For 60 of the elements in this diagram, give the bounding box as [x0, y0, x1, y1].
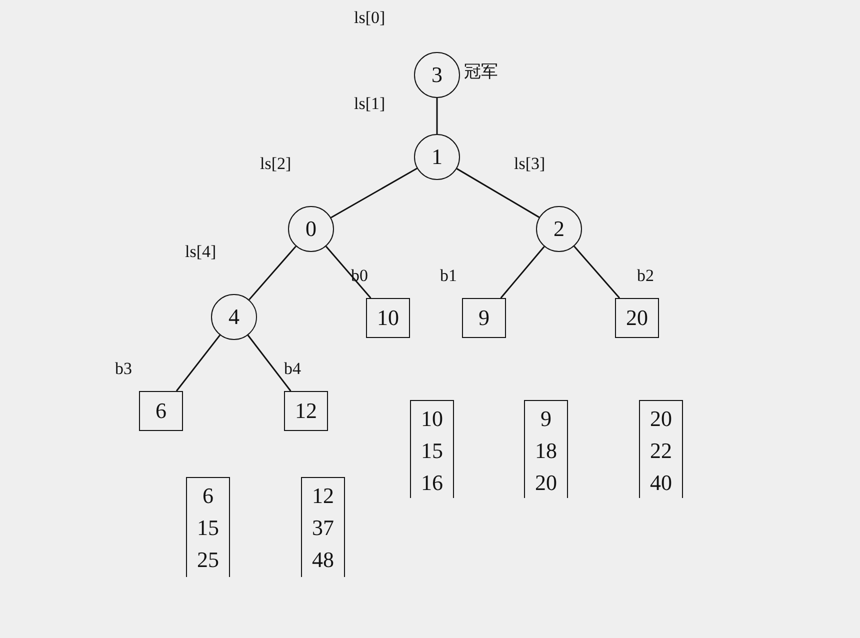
- node-label: b1: [440, 266, 457, 286]
- run-list: [639, 400, 683, 498]
- list-value: 20: [535, 469, 557, 497]
- connector-line: [500, 246, 545, 298]
- node-label: b2: [637, 266, 654, 286]
- node-value: 3: [432, 63, 442, 87]
- leaf-value: 12: [295, 399, 317, 423]
- node-label: b3: [115, 359, 132, 379]
- node-circle: [288, 206, 334, 252]
- node-circle: [414, 52, 460, 98]
- list-value: 22: [650, 437, 672, 465]
- leaf-box: [366, 298, 410, 338]
- leaf-box: [615, 298, 659, 338]
- node-circle: [536, 206, 582, 252]
- list-value: 20: [650, 405, 672, 433]
- run-list: [524, 400, 568, 498]
- node-label: ls[3]: [514, 154, 546, 174]
- node-circle: [414, 134, 460, 180]
- list-value: 40: [650, 469, 672, 497]
- node-label: b0: [351, 266, 368, 286]
- leaf-value: 9: [478, 306, 490, 330]
- node-value: 1: [432, 145, 442, 169]
- connector-line: [436, 98, 438, 134]
- leaf-value: 20: [626, 306, 648, 330]
- node-value: 4: [228, 305, 240, 329]
- connector-line: [456, 168, 540, 218]
- leaf-box: [284, 391, 328, 431]
- list-value: 16: [421, 469, 443, 497]
- connector-line: [325, 246, 372, 298]
- node-label: b4: [284, 359, 301, 379]
- list-value: 37: [312, 514, 334, 542]
- connector-line: [330, 168, 418, 218]
- node-label: ls[0]: [354, 8, 386, 28]
- run-list: [186, 477, 230, 577]
- node-label: 冠军: [464, 61, 498, 83]
- list-value: 10: [421, 405, 443, 433]
- list-value: 25: [197, 546, 219, 574]
- list-value: 48: [312, 546, 334, 574]
- run-list: [301, 477, 345, 577]
- node-value: 0: [306, 217, 316, 241]
- leaf-value: 10: [377, 306, 399, 330]
- list-value: 12: [312, 482, 334, 510]
- list-value: 18: [535, 437, 557, 465]
- connector-line: [248, 246, 296, 300]
- node-label: ls[4]: [185, 242, 216, 262]
- list-value: 6: [202, 482, 214, 510]
- list-value: 9: [540, 405, 552, 433]
- connector-line: [176, 334, 220, 392]
- node-label: ls[2]: [260, 154, 292, 174]
- leaf-box: [462, 298, 506, 338]
- node-label: ls[1]: [354, 94, 386, 114]
- run-list: [410, 400, 454, 498]
- connector-line: [247, 334, 292, 392]
- list-value: 15: [197, 514, 219, 542]
- leaf-value: 6: [156, 399, 166, 423]
- connector-line: [574, 246, 620, 298]
- node-circle: [211, 294, 257, 340]
- leaf-box: [139, 391, 183, 431]
- list-value: 15: [421, 437, 443, 465]
- node-value: 2: [554, 217, 564, 241]
